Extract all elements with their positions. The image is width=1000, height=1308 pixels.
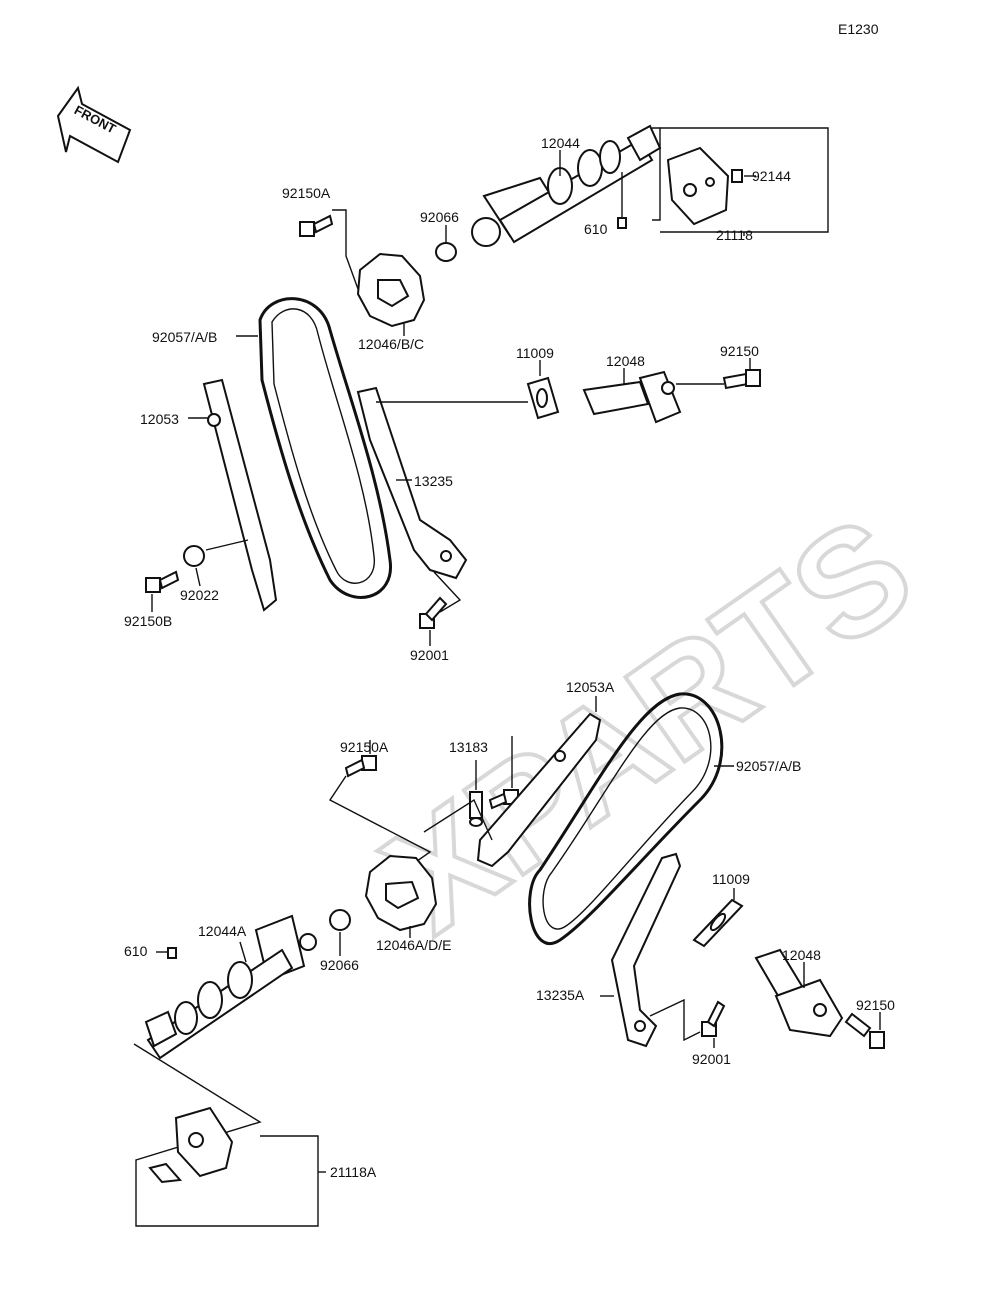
leader-13235A-bolt [649, 998, 701, 1042]
leader-92001-link [433, 571, 462, 613]
label-92001-bottom: 92001 [692, 1051, 731, 1067]
bracket-21118-left [652, 127, 661, 221]
plug-13183 [469, 791, 483, 827]
label-610-bottom: 610 [124, 943, 148, 959]
cover-21118A [148, 1106, 234, 1184]
pin-610-bottom [167, 947, 177, 959]
leader-92150A-sprocket [328, 775, 432, 867]
guide-12053 [202, 378, 278, 612]
label-12046ADE: 12046A/D/E [376, 937, 452, 953]
label-92057AB-top: 92057/A/B [152, 329, 217, 345]
sprocket-12046BC [356, 252, 426, 328]
leader-12053A-link [423, 798, 493, 841]
label-13235A: 13235A [536, 987, 585, 1003]
label-92066-bottom: 92066 [320, 957, 359, 973]
washer-92022 [183, 545, 205, 567]
bolt-92150-bottom [844, 1012, 885, 1049]
leader-92022 [195, 567, 201, 587]
camshaft-12044 [471, 124, 662, 247]
bracket-21118A [133, 1043, 319, 1227]
label-92022: 92022 [180, 587, 219, 603]
cover-21118 [666, 146, 743, 226]
label-12048-top: 12048 [606, 353, 645, 369]
label-12046BC: 12046/B/C [358, 336, 424, 352]
guide-13235 [356, 386, 468, 580]
label-12053: 12053 [140, 411, 179, 427]
label-92066-top: 92066 [420, 209, 459, 225]
pin-610-top [617, 217, 627, 229]
label-11009-bottom: 11009 [712, 871, 750, 887]
gasket-11009-top [526, 376, 560, 420]
bolt-92150B-top [145, 570, 180, 593]
chain-92057AB-bottom [528, 692, 724, 945]
guide-12053A [476, 712, 602, 868]
label-11009-top: 11009 [516, 345, 554, 361]
guide-13235A [610, 852, 682, 1048]
label-92150-top: 92150 [720, 343, 759, 359]
washer-92066-bottom [329, 909, 351, 931]
label-13183: 13183 [449, 739, 488, 755]
label-13235: 13235 [414, 473, 453, 489]
tensioner-12048-top [582, 370, 682, 424]
bolt-92001-top [419, 596, 448, 629]
bolt-92150A-top [299, 214, 334, 237]
gasket-11009-bottom [692, 898, 744, 948]
label-12053A: 12053A [566, 679, 615, 695]
bolt-92150-top [722, 369, 761, 390]
label-92144: 92144 [752, 168, 791, 184]
label-92001-top: 92001 [410, 647, 449, 663]
label-92150A-top: 92150A [282, 185, 331, 201]
tensioner-12048-bottom [754, 948, 844, 1038]
camshaft-12044A [144, 914, 317, 1060]
label-92057AB-bottom: 92057/A/B [736, 758, 801, 774]
label-92150B-top: 92150B [124, 613, 172, 629]
label-92150A-bottom: 92150A [340, 739, 389, 755]
label-12048-bottom: 12048 [782, 947, 821, 963]
label-21118A: 21118A [330, 1164, 377, 1180]
washer-92066-top [435, 242, 457, 262]
label-610-top: 610 [584, 221, 608, 237]
label-21118: 21118 [716, 227, 753, 243]
chain-92057AB-top [258, 297, 392, 599]
label-92150-bottom: 92150 [856, 997, 895, 1013]
diagram-code: E1230 [838, 21, 879, 37]
leader-92022-guide [205, 539, 249, 551]
bolt-92001-bottom [701, 1000, 726, 1037]
front-arrow-icon: FRONT [56, 85, 132, 164]
bolt-92150A-bottom [344, 755, 377, 778]
leader-92150A-top [332, 209, 363, 301]
leader-12044A [239, 941, 247, 963]
sprocket-12046ADE [364, 854, 438, 932]
label-12044: 12044 [541, 135, 580, 151]
label-12044A: 12044A [198, 923, 247, 939]
